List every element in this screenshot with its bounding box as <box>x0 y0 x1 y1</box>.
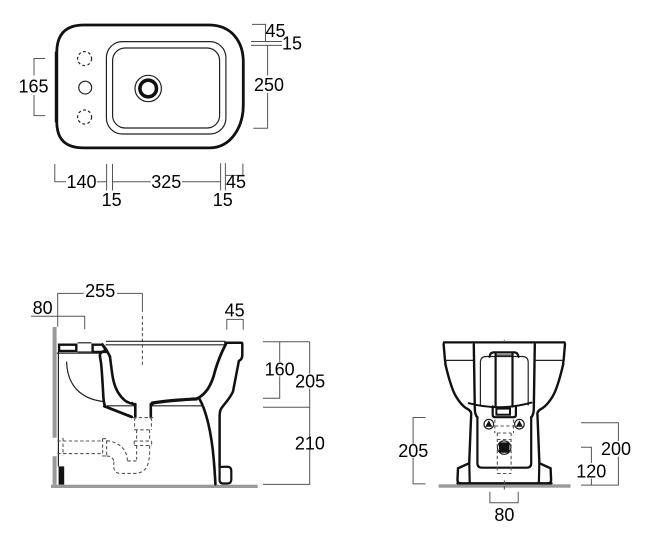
svg-text:80: 80 <box>33 298 53 318</box>
svg-text:325: 325 <box>151 172 181 192</box>
svg-text:45: 45 <box>226 172 246 192</box>
svg-text:200: 200 <box>601 439 631 459</box>
svg-text:15: 15 <box>213 190 233 210</box>
svg-text:80: 80 <box>494 505 514 525</box>
svg-text:120: 120 <box>576 462 606 482</box>
svg-text:205: 205 <box>295 372 325 392</box>
svg-text:15: 15 <box>282 34 302 54</box>
svg-text:45: 45 <box>265 21 285 41</box>
svg-text:210: 210 <box>295 433 325 453</box>
svg-text:165: 165 <box>18 77 48 97</box>
svg-text:45: 45 <box>225 301 245 321</box>
svg-text:205: 205 <box>398 441 428 461</box>
svg-text:15: 15 <box>102 190 122 210</box>
svg-text:255: 255 <box>85 281 115 301</box>
svg-text:160: 160 <box>265 360 295 380</box>
svg-text:140: 140 <box>66 172 96 192</box>
svg-text:250: 250 <box>254 75 284 95</box>
